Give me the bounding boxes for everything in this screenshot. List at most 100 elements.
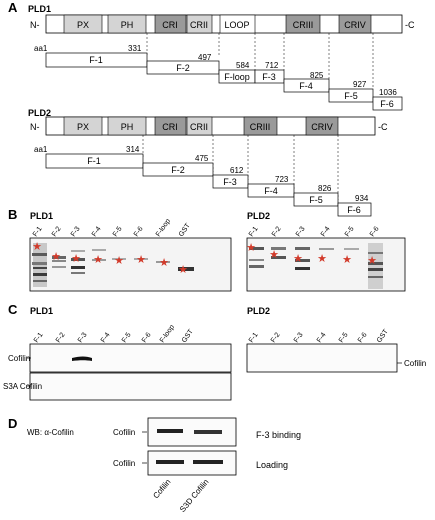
pld1-fragment-f3-label: F-3 <box>262 72 276 82</box>
pld2-label-cri: CRI <box>162 122 178 132</box>
d-f3-binding-band-cofilin <box>157 429 183 433</box>
c-pld2-right-label: Cofilin <box>404 359 426 368</box>
pld1-fragment-f2 <box>146 60 220 75</box>
pld2-fragment-f1 <box>45 153 144 169</box>
pld2-fragment-f2-label: F-2 <box>171 165 185 175</box>
b-pld2-star-f2: ★ <box>269 249 279 261</box>
pld1-fragment-f1 <box>45 52 148 68</box>
pld1-label-ph: PH <box>121 20 134 30</box>
c-pld2-lane-f1: F-1 <box>248 331 260 344</box>
d-row2-right-label: Loading <box>256 460 288 470</box>
pld1-domain-crii <box>186 14 213 34</box>
pld1-c-terminus: -C <box>405 20 415 30</box>
pld2-fragment-f6-label: F-6 <box>347 205 361 215</box>
pld1-title: PLD1 <box>28 4 51 14</box>
pld1-fragment-f5 <box>328 88 374 103</box>
pld1-domain-loop <box>219 14 256 34</box>
b-pld1-star-f1: ★ <box>32 241 42 253</box>
pld2-title: PLD2 <box>28 108 51 118</box>
b-pld1-lane-gst: GST <box>178 222 192 238</box>
pld2-label-crii: CRII <box>190 122 208 132</box>
pld2-fragment-f5-label: F-5 <box>309 195 323 205</box>
b-pld1-lane-floop: F-loop <box>155 218 172 238</box>
panel-c-pld1-title: PLD1 <box>30 306 53 316</box>
pld2-boundary-475: 475 <box>195 154 209 163</box>
c-pld1-lane-f6: F-6 <box>141 331 153 344</box>
b-pld2-star-f4: ★ <box>317 253 327 265</box>
pld2-label-px: PX <box>77 122 89 132</box>
b-pld2-star-f3: ★ <box>293 253 303 265</box>
c-pld1-cofilin-blot <box>29 343 232 373</box>
b-pld1-gel <box>29 237 232 292</box>
pld2-boundary-934: 934 <box>355 194 369 203</box>
pld1-boundary-712: 712 <box>265 61 279 70</box>
pld2-label-criii: CRIII <box>250 122 271 132</box>
pld1-fragment-f4-label: F-4 <box>299 81 313 91</box>
pld1-boundary-331: 331 <box>128 44 142 53</box>
panel-a-label: A <box>8 0 18 15</box>
pld2-boundary-612: 612 <box>230 166 244 175</box>
b-pld1-star-floop: ★ <box>159 257 169 269</box>
pld2-domain-criv <box>305 116 339 136</box>
b-pld1-lane-f4: F-4 <box>91 225 103 238</box>
pld1-boundary-825: 825 <box>310 71 324 80</box>
b-pld2-gel <box>246 237 406 292</box>
pld2-label-ph: PH <box>121 122 134 132</box>
panel-b-pld2-title: PLD2 <box>247 211 270 221</box>
pld1-schematic: PLD1 N- -C PX PH CRI CRII LOOP CRIII CRI… <box>28 4 415 111</box>
d-row2-label: Cofilin <box>113 459 135 468</box>
c-pld2-lane-f6: F-6 <box>357 331 369 344</box>
pld1-domain-px <box>63 14 103 34</box>
d-row1-right-label: F-3 binding <box>256 430 301 440</box>
pld1-fragment-f6 <box>372 96 403 111</box>
pld2-aa-label: aa1 <box>34 145 48 154</box>
b-pld1-star-f3: ★ <box>71 253 81 265</box>
d-loading-band-cofilin <box>156 460 184 464</box>
pld1-boundary-927: 927 <box>353 80 367 89</box>
b-pld1-lane-f3: F-3 <box>70 225 82 238</box>
d-lane-cofilin: Cofilin <box>151 478 172 501</box>
b-pld1-star-f2: ★ <box>51 251 61 263</box>
pld2-c-terminus: -C <box>378 122 388 132</box>
pld2-fragment-f3 <box>212 174 249 189</box>
c-pld2-lane-f4: F-4 <box>316 331 328 344</box>
pld1-fragment-f2-label: F-2 <box>176 63 190 73</box>
pld1-n-terminus: N- <box>30 20 40 30</box>
c-pld2-lane-f2: F-2 <box>270 331 282 344</box>
panel-d-label: D <box>8 416 17 431</box>
pld1-label-px: PX <box>77 20 89 30</box>
pld1-domain-ph <box>107 14 147 34</box>
b-pld1-lane-f5: F-5 <box>112 225 124 238</box>
pld1-fragment-f4 <box>283 78 330 93</box>
b-pld2-lane-f5: F-5 <box>344 225 356 238</box>
d-loading-band-s3d <box>193 460 223 464</box>
pld2-domain-crii <box>186 116 213 136</box>
pld1-fragment-f1-label: F-1 <box>89 55 103 65</box>
pld2-label-criv: CRIV <box>311 122 333 132</box>
pld1-label-loop: LOOP <box>224 20 249 30</box>
d-wb-label: WB: α-Cofilin <box>27 428 74 437</box>
c-pld1-s3a-cofilin-blot <box>29 372 232 401</box>
pld2-boundary-826: 826 <box>318 184 332 193</box>
c-row1-label: Cofilin <box>8 354 30 363</box>
pld1-domain-cri <box>154 14 187 34</box>
pld1-label-criv: CRIV <box>344 20 366 30</box>
pld1-domain-criii <box>285 14 321 34</box>
pld1-fragment-floop-label: F-loop <box>224 72 250 82</box>
pld1-aa-label: aa1 <box>34 44 48 53</box>
b-pld2-lane-f3: F-3 <box>295 225 307 238</box>
panel-b-pld1-title: PLD1 <box>30 211 53 221</box>
b-pld1-lane-f1: F-1 <box>32 225 44 238</box>
pld1-boundary-584: 584 <box>236 61 250 70</box>
b-pld1-lane-f2: F-2 <box>51 225 63 238</box>
pld1-fragment-f6-label: F-6 <box>380 99 394 109</box>
b-pld1-lane-f6: F-6 <box>133 225 145 238</box>
pld2-fragment-f2 <box>142 162 214 177</box>
b-pld1-star-gst: ★ <box>178 264 188 276</box>
b-pld1-star-f4: ★ <box>93 254 103 266</box>
pld1-label-crii: CRII <box>190 20 208 30</box>
b-pld2-lane-f4: F-4 <box>320 225 332 238</box>
pld1-label-criii: CRIII <box>293 20 314 30</box>
c-pld1-f3-cofilin-band <box>72 356 92 361</box>
pld1-fragment-f5-label: F-5 <box>344 91 358 101</box>
